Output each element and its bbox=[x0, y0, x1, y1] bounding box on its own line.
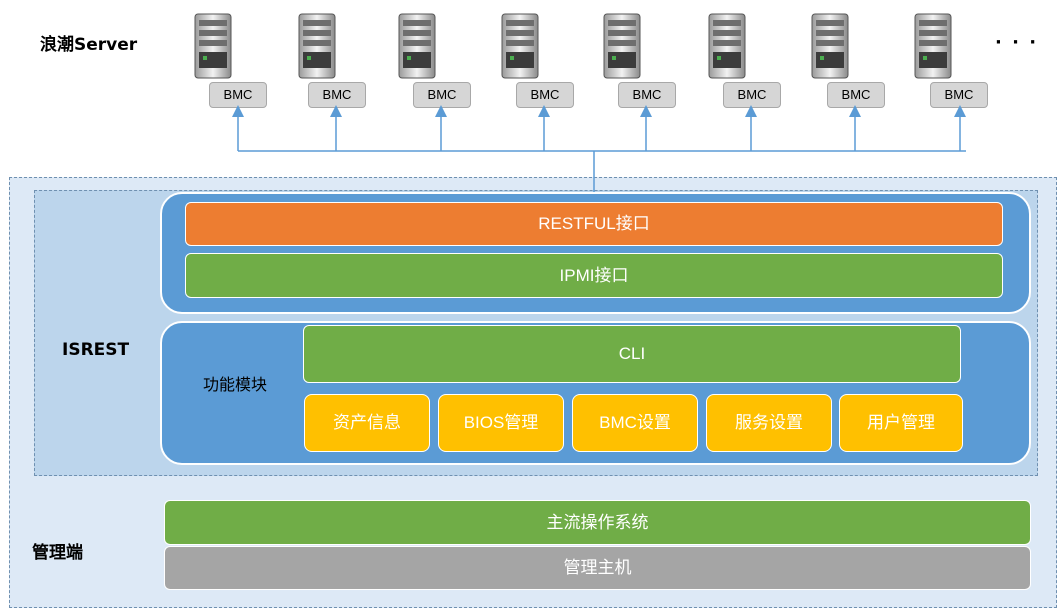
function-module-box: BMC设置 bbox=[572, 394, 698, 452]
server-group-label: 浪潮Server bbox=[40, 35, 138, 55]
bmc-box: BMC bbox=[413, 82, 471, 108]
os-bar: 主流操作系统 bbox=[164, 500, 1031, 545]
restful-interface-bar: RESTFUL接口 bbox=[185, 202, 1003, 246]
server-icon bbox=[295, 12, 339, 80]
function-module-box: 服务设置 bbox=[706, 394, 832, 452]
server-icon bbox=[498, 12, 542, 80]
server-icon bbox=[911, 12, 955, 80]
server-icon bbox=[808, 12, 852, 80]
isrest-label: ISREST bbox=[62, 340, 130, 360]
function-module-label: 功能模块 bbox=[203, 375, 268, 394]
server-icon bbox=[191, 12, 235, 80]
server-icon bbox=[705, 12, 749, 80]
server-icon bbox=[395, 12, 439, 80]
function-module-box: BIOS管理 bbox=[438, 394, 564, 452]
bmc-box: BMC bbox=[308, 82, 366, 108]
ipmi-interface-bar: IPMI接口 bbox=[185, 253, 1003, 298]
bmc-box: BMC bbox=[723, 82, 781, 108]
function-module-box: 用户管理 bbox=[839, 394, 963, 452]
more-servers-ellipsis: · · · bbox=[995, 32, 1039, 53]
function-module-box: 资产信息 bbox=[304, 394, 430, 452]
management-label: 管理端 bbox=[32, 543, 83, 563]
cli-bar: CLI bbox=[303, 325, 961, 383]
management-host-bar: 管理主机 bbox=[164, 546, 1031, 590]
server-icon bbox=[600, 12, 644, 80]
